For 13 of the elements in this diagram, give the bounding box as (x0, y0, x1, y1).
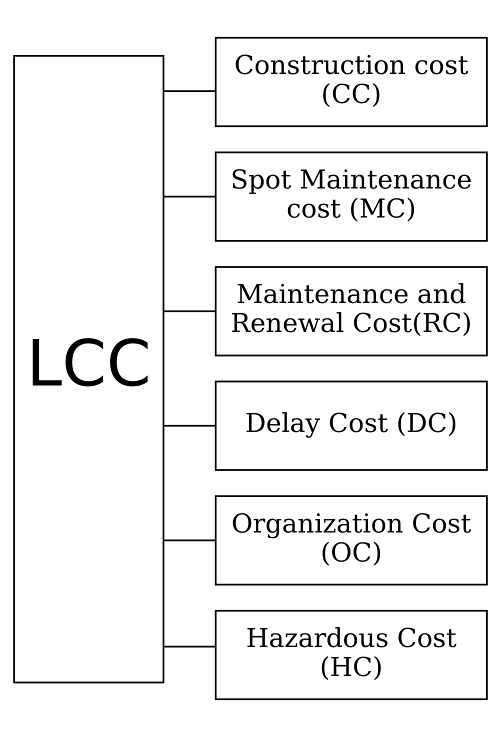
connector (164, 310, 216, 312)
node-box: LCC (13, 54, 164, 683)
connector (164, 90, 216, 92)
node-box: Maintenance and Renewal Cost(RC) (214, 266, 488, 356)
node-box: Construction cost (CC) (214, 36, 488, 127)
node-box: Delay Cost (DC) (214, 380, 488, 470)
node-box: Spot Maintenance cost (MC) (214, 151, 488, 242)
connector (164, 195, 216, 197)
connector (164, 424, 216, 426)
connector (164, 645, 216, 647)
node-box: Organization Cost (OC) (214, 494, 488, 585)
node-box: Hazardous Cost (HC) (214, 609, 488, 700)
connector (164, 539, 216, 541)
